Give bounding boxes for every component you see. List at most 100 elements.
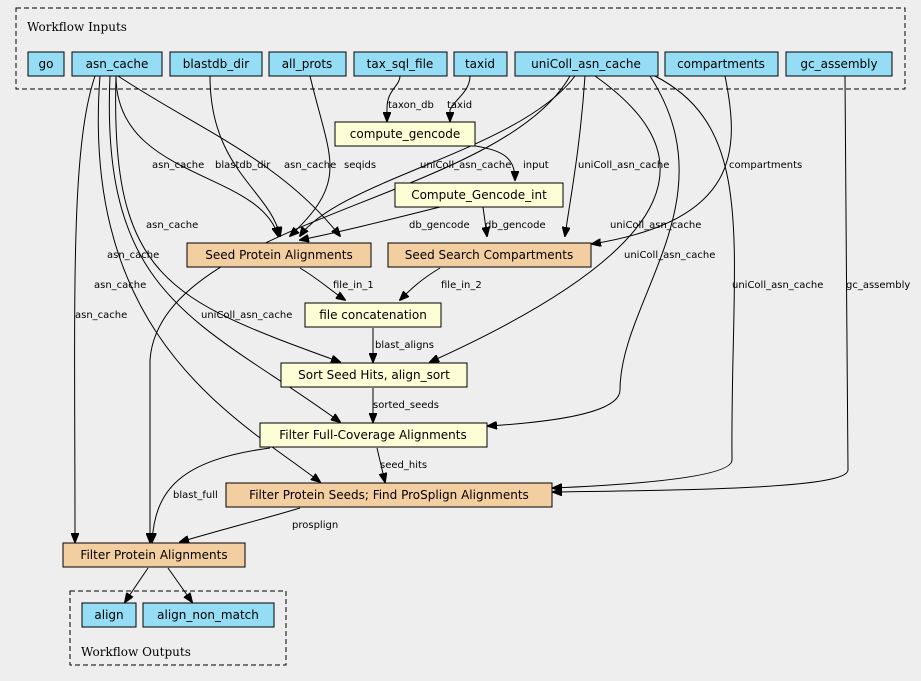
edge-asn-cache-to-seed-protein-1 xyxy=(115,75,278,236)
edge-unicoll-to-filter-full xyxy=(488,75,680,426)
edge-filter-full-to-filter-alignments xyxy=(152,447,271,542)
edge-label-asn-cache-6: asn_cache xyxy=(75,310,127,321)
input-node-taxid[interactable]: taxid xyxy=(453,51,508,77)
edge-labels: taxon_db taxid asn_cache blastdb_dir asn… xyxy=(75,100,910,531)
edge-label-asn-cache-5: asn_cache xyxy=(94,280,146,291)
input-node-asn-cache[interactable]: asn_cache xyxy=(71,51,163,77)
step-sort-seed-hits[interactable]: Sort Seed Hits, align_sort xyxy=(280,362,468,388)
svg-text:compartments: compartments xyxy=(677,57,765,71)
edge-unicoll-to-filter-seeds xyxy=(553,75,735,488)
input-nodes: go asn_cache blastdb_dir all_prots tax_s… xyxy=(27,51,893,77)
edge-label-asn-cache-3: asn_cache xyxy=(146,220,198,231)
edge-label-seed-hits: seed_hits xyxy=(380,460,427,471)
edge-label-db-gencode-1: db_gencode xyxy=(409,220,470,231)
step-filter-protein-seeds[interactable]: Filter Protein Seeds; Find ProSplign Ali… xyxy=(225,482,553,508)
svg-text:tax_sql_file: tax_sql_file xyxy=(367,57,434,71)
input-node-compartments[interactable]: compartments xyxy=(664,51,779,77)
svg-text:Filter Protein Alignments: Filter Protein Alignments xyxy=(80,548,227,562)
edge-label-prosplign: prosplign xyxy=(292,520,338,531)
svg-text:go: go xyxy=(39,57,54,71)
input-node-go[interactable]: go xyxy=(27,51,65,77)
edge-seed-protein-to-file-concat xyxy=(299,267,345,300)
edge-filter-seeds-to-filter-alignments xyxy=(180,507,301,542)
edge-label-file-in-2: file_in_2 xyxy=(441,280,482,291)
edge-all-prots-to-seed-protein xyxy=(290,75,331,236)
edges xyxy=(75,75,849,602)
output-node-align[interactable]: align xyxy=(81,602,137,628)
edge-unicoll-to-seed-protein xyxy=(300,75,576,236)
edge-compute-gencode-to-int xyxy=(469,144,515,180)
output-node-align-non-match[interactable]: align_non_match xyxy=(142,602,275,628)
edge-label-taxon-db: taxon_db xyxy=(388,100,434,111)
edge-asn-cache-to-filter-seeds xyxy=(97,75,320,482)
edge-label-unicoll-4: uniColl_asn_cache xyxy=(624,250,715,261)
edge-label-blast-full: blast_full xyxy=(173,490,218,501)
edge-label-unicoll-1: uniColl_asn_cache xyxy=(420,160,511,171)
input-node-all-prots[interactable]: all_prots xyxy=(268,51,347,77)
edge-label-asn-cache-2: asn_cache xyxy=(284,160,336,171)
edge-label-file-in-1: file_in_1 xyxy=(333,280,374,291)
svg-text:file concatenation: file concatenation xyxy=(319,308,427,322)
workflow-outputs-label: Workflow Outputs xyxy=(81,645,191,659)
svg-text:Seed Protein Alignments: Seed Protein Alignments xyxy=(205,248,352,262)
edge-gencode-int-to-seed-protein xyxy=(300,206,441,240)
svg-text:taxid: taxid xyxy=(465,57,495,71)
edge-gc-assembly-to-filter-seeds xyxy=(553,75,849,492)
workflow-inputs-cluster: Workflow Inputs xyxy=(15,7,906,90)
edge-label-asn-cache-4: asn_cache xyxy=(107,250,159,261)
edge-blastdb-dir-to-seed-protein xyxy=(209,75,280,236)
svg-text:Filter Protein Seeds; Find Pro: Filter Protein Seeds; Find ProSplign Ali… xyxy=(249,488,529,502)
svg-text:blastdb_dir: blastdb_dir xyxy=(183,57,249,71)
edge-label-gc-assembly: gc_assembly xyxy=(846,280,910,291)
input-node-blastdb-dir[interactable]: blastdb_dir xyxy=(169,51,263,77)
step-compute-gencode[interactable]: compute_gencode xyxy=(334,121,476,147)
svg-text:Sort Seed Hits, align_sort: Sort Seed Hits, align_sort xyxy=(298,368,450,382)
workflow-inputs-label: Workflow Inputs xyxy=(27,20,127,34)
edge-label-unicoll-6: uniColl_asn_cache xyxy=(201,310,292,321)
svg-text:all_prots: all_prots xyxy=(282,57,333,71)
output-nodes: align align_non_match xyxy=(81,602,275,628)
svg-text:gc_assembly: gc_assembly xyxy=(800,57,877,71)
step-seed-search-compartments[interactable]: Seed Search Compartments xyxy=(387,242,592,268)
svg-text:Seed Search Compartments: Seed Search Compartments xyxy=(405,248,574,262)
svg-text:compute_gencode: compute_gencode xyxy=(350,127,460,141)
edge-filter-alignments-to-align-non-match xyxy=(167,567,192,602)
edge-label-seqids: seqids xyxy=(344,160,376,171)
edge-label-blast-aligns: blast_aligns xyxy=(375,340,434,351)
step-filter-full-coverage[interactable]: Filter Full-Coverage Alignments xyxy=(259,422,488,448)
edge-asn-cache-to-filter-alignments xyxy=(75,75,96,542)
edge-asn-cache-to-sort-seed xyxy=(115,75,340,362)
step-filter-protein-alignments[interactable]: Filter Protein Alignments xyxy=(62,542,246,568)
step-compute-gencode-int[interactable]: Compute_Gencode_int xyxy=(394,182,564,208)
workflow-outputs-cluster: Workflow Outputs xyxy=(69,590,287,666)
edge-label-unicoll-2: uniColl_asn_cache xyxy=(578,160,669,171)
edge-label-unicoll-5: uniColl_asn_cache xyxy=(732,280,823,291)
svg-text:asn_cache: asn_cache xyxy=(86,57,149,71)
step-nodes: compute_gencode Compute_Gencode_int Seed… xyxy=(62,121,592,568)
edge-filter-alignments-to-align xyxy=(125,567,149,602)
edge-unicoll-to-filter-alignments xyxy=(150,75,571,542)
edge-tax-sql-file-to-compute-gencode xyxy=(387,75,401,121)
input-node-unicoll-asn-cache[interactable]: uniColl_asn_cache xyxy=(514,51,659,77)
step-seed-protein-alignments[interactable]: Seed Protein Alignments xyxy=(186,242,372,268)
edge-asn-cache-to-seed-search xyxy=(117,75,340,236)
edge-label-blastdb-dir: blastdb_dir xyxy=(215,160,271,171)
svg-text:uniColl_asn_cache: uniColl_asn_cache xyxy=(531,57,641,71)
svg-text:Compute_Gencode_int: Compute_Gencode_int xyxy=(411,188,547,202)
svg-text:align_non_match: align_non_match xyxy=(157,608,259,622)
svg-text:Filter Full-Coverage Alignment: Filter Full-Coverage Alignments xyxy=(279,428,466,442)
input-node-tax-sql-file[interactable]: tax_sql_file xyxy=(353,51,448,77)
edge-label-input: input xyxy=(523,160,549,171)
edge-compartments-to-seed-search xyxy=(592,75,732,244)
svg-text:align: align xyxy=(94,608,123,622)
edge-gencode-int-to-seed-search xyxy=(483,206,487,236)
edge-label-taxid: taxid xyxy=(447,100,472,111)
step-file-concatenation[interactable]: file concatenation xyxy=(304,302,442,328)
edge-label-sorted-seeds: sorted_seeds xyxy=(373,400,439,411)
edge-label-unicoll-3: uniColl_asn_cache xyxy=(610,220,701,231)
edge-unicoll-to-seed-search xyxy=(565,75,586,236)
edge-label-db-gencode-2: db_gencode xyxy=(485,220,546,231)
input-node-gc-assembly[interactable]: gc_assembly xyxy=(785,51,893,77)
edge-seed-search-to-file-concat xyxy=(400,267,441,300)
